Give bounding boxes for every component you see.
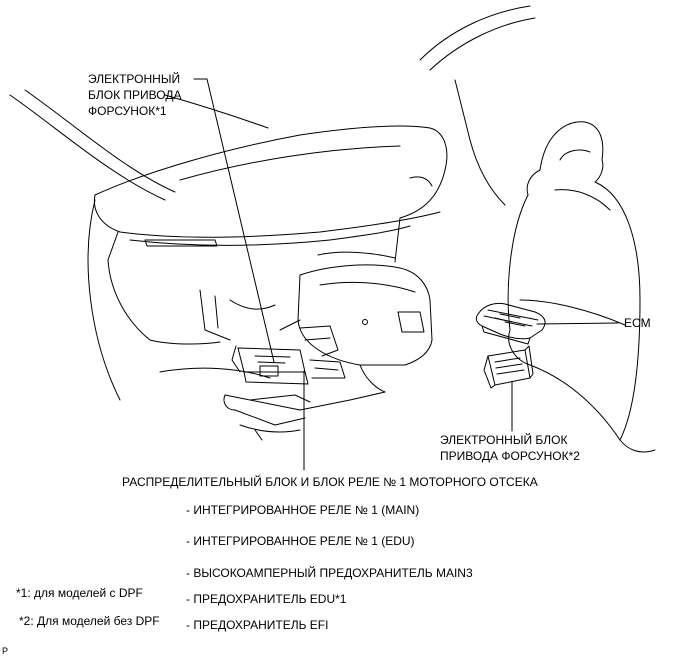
edu2-unit xyxy=(483,345,534,389)
relay-block-assembly xyxy=(231,325,346,385)
leader-lines xyxy=(193,78,619,471)
figure-code: P xyxy=(2,646,9,656)
windshield-frame xyxy=(9,5,536,206)
seat xyxy=(507,121,656,453)
leader-ecm xyxy=(536,322,619,325)
footnote-1: *1: для моделей с DPF xyxy=(16,586,143,600)
component-item: - ПРЕДОХРАНИТЕЛЬ EDU*1 xyxy=(186,592,347,606)
center-console xyxy=(279,251,433,393)
footnote-2: *2: Для моделей без DPF xyxy=(19,614,160,628)
ecm-label: ECM xyxy=(624,316,651,330)
dashboard xyxy=(93,125,448,263)
edu1-label-line1: ЭЛЕКТРОННЫЙ xyxy=(88,72,181,86)
relay-block-label: РАСПРЕДЕЛИТЕЛЬНЫЙ БЛОК И БЛОК РЕЛЕ № 1 М… xyxy=(122,475,538,489)
left-lower-panel xyxy=(87,199,276,401)
edu2-label-line2: ПРИВОДА ФОРСУНОК*2 xyxy=(440,449,580,463)
edu2-label-line1: ЭЛЕКТРОННЫЙ БЛОК xyxy=(440,433,568,447)
component-item: - ИНТЕГРИРОВАННОЕ РЕЛЕ № 1 (MAIN) xyxy=(186,503,420,517)
leader-edu1 xyxy=(193,78,275,363)
edu1-label-line2: БЛОК ПРИВОДА xyxy=(88,88,182,102)
ecm-unit xyxy=(475,302,546,345)
component-item: - ВЫСОКОАМПЕРНЫЙ ПРЕДОХРАНИТЕЛЬ MAIN3 xyxy=(186,566,473,580)
component-item: - ИНТЕГРИРОВАННОЕ РЕЛЕ № 1 (EDU) xyxy=(186,534,415,548)
component-item: - ПРЕДОХРАНИТЕЛЬ EFI xyxy=(186,618,329,632)
edu1-label-line3: ФОРСУНОК*1 xyxy=(88,104,167,118)
floor xyxy=(159,367,386,441)
